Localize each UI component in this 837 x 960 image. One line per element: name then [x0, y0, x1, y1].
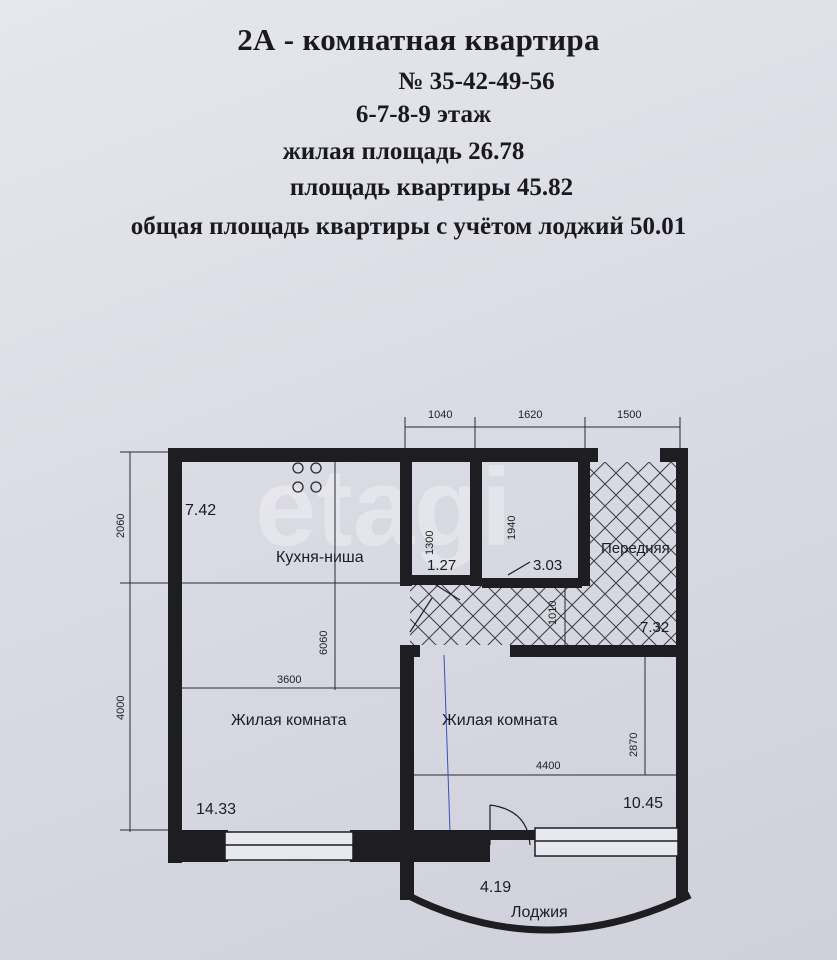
hall-floor-hatch: [410, 585, 680, 645]
dim-left-2060: 2060: [115, 514, 127, 538]
dim-top-1040: 1040: [428, 409, 452, 421]
dim-top-1620: 1620: [518, 409, 542, 421]
dim-1300: 1300: [424, 531, 436, 555]
hall-name: Передняя: [601, 540, 670, 557]
floors-line: 6-7-8-9 этаж: [355, 101, 492, 128]
dim-3600: 3600: [277, 674, 301, 686]
stove-icon: [292, 462, 322, 493]
apartment-title: 2А - комнатная квартира: [237, 22, 600, 57]
total-area-line: общая площадь квартиры с учётом лоджий 5…: [130, 213, 687, 240]
dim-1010: 1010: [547, 601, 559, 625]
apartment-numbers: № 35-42-49-56: [398, 68, 555, 95]
room1-area: 14.33: [196, 801, 236, 818]
bath-area: 3.03: [533, 557, 562, 574]
dim-top-1500: 1500: [617, 409, 641, 421]
doors: [409, 561, 531, 846]
apartment-area-line: площадь квартиры 45.82: [289, 174, 574, 201]
living-area-line: жилая площадь 26.78: [282, 138, 525, 165]
loggia-name: Лоджия: [511, 904, 568, 921]
wc-area: 1.27: [427, 557, 456, 574]
room2-area: 10.45: [623, 795, 663, 812]
loggia-area: 4.19: [480, 879, 511, 896]
windows: [224, 827, 679, 861]
loggia-outline: [405, 891, 692, 934]
kitchen-name: Кухня-ниша: [276, 549, 364, 566]
kitchen-area: 7.42: [185, 502, 216, 519]
walls: [168, 448, 688, 900]
room2-name: Жилая комната: [442, 712, 558, 729]
dim-left-4000: 4000: [115, 696, 127, 720]
dim-4400: 4400: [536, 760, 560, 772]
dim-1940: 1940: [506, 516, 518, 540]
hall-area: 7.32: [640, 619, 669, 636]
watermark: etagi: [255, 446, 512, 569]
dim-2870: 2870: [628, 733, 640, 757]
room1-name: Жилая комната: [231, 712, 347, 729]
entry-floor-hatch: [588, 462, 680, 587]
dim-6060: 6060: [318, 631, 330, 655]
